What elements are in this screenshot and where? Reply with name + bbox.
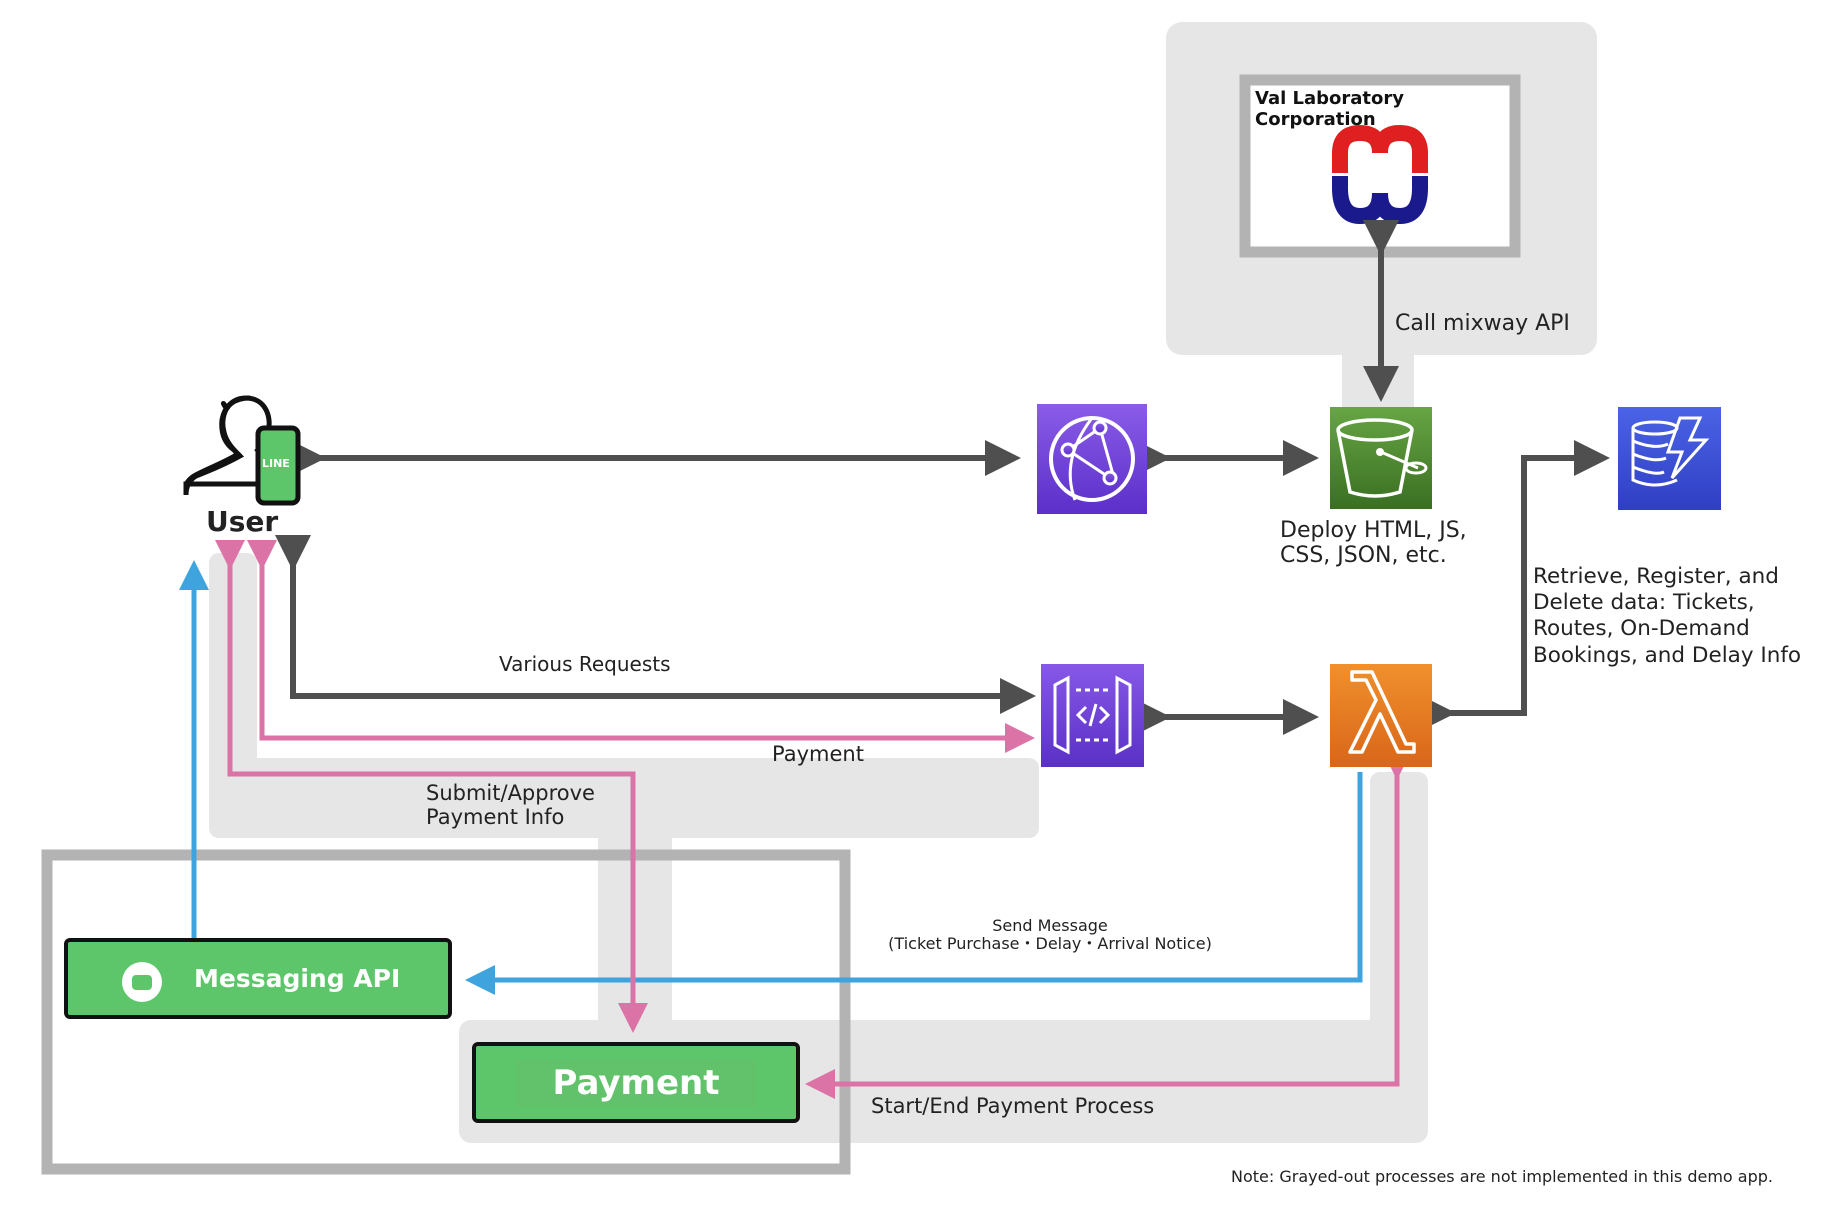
arrow-start-end-payment xyxy=(805,750,1412,1099)
deploy-label: Deploy HTML, JS, CSS, JSON, etc. xyxy=(1280,518,1467,569)
pink-arrows xyxy=(215,540,1412,1099)
line-phone-icon xyxy=(255,425,301,506)
cloudfront-icon xyxy=(1037,404,1147,514)
mixway-logo-icon xyxy=(1332,124,1428,225)
payment-box[interactable]: Payment xyxy=(472,1042,800,1123)
dynamodb-operations-label: Retrieve, Register, and Delete data: Tic… xyxy=(1533,564,1802,668)
lambda-icon xyxy=(1330,664,1432,767)
chat-bubble-icon xyxy=(122,962,162,1002)
start-end-payment-label: Start/End Payment Process xyxy=(871,1094,1155,1118)
send-message-label: Send Message (Ticket Purchase・Delay・Arri… xyxy=(888,916,1212,954)
arrow-lambda-dynamodb xyxy=(1420,440,1610,731)
api-gateway-icon xyxy=(1041,664,1144,767)
footnote: Note: Grayed-out processes are not imple… xyxy=(1231,1167,1773,1186)
payment-flow-label: Payment xyxy=(772,742,864,766)
various-requests-label: Various Requests xyxy=(499,652,671,676)
s3-bucket-icon xyxy=(1330,407,1432,509)
call-api-label: Call mixway API xyxy=(1395,311,1570,336)
messaging-api-box[interactable]: Messaging API xyxy=(64,938,452,1019)
user-phone-badge: LINE xyxy=(262,457,290,470)
payment-label: Payment xyxy=(516,1058,756,1107)
user-with-phone-icon xyxy=(183,395,301,506)
messaging-api-label: Messaging API xyxy=(194,964,401,993)
dynamodb-icon xyxy=(1618,407,1721,510)
vendor-name: Val Laboratory Corporation xyxy=(1255,88,1405,130)
arrow-various-requests xyxy=(275,535,1036,714)
arrow-submit-approve xyxy=(215,540,648,1033)
submit-approve-label: Submit/Approve Payment Info xyxy=(426,781,595,830)
user-label: User xyxy=(206,505,279,538)
